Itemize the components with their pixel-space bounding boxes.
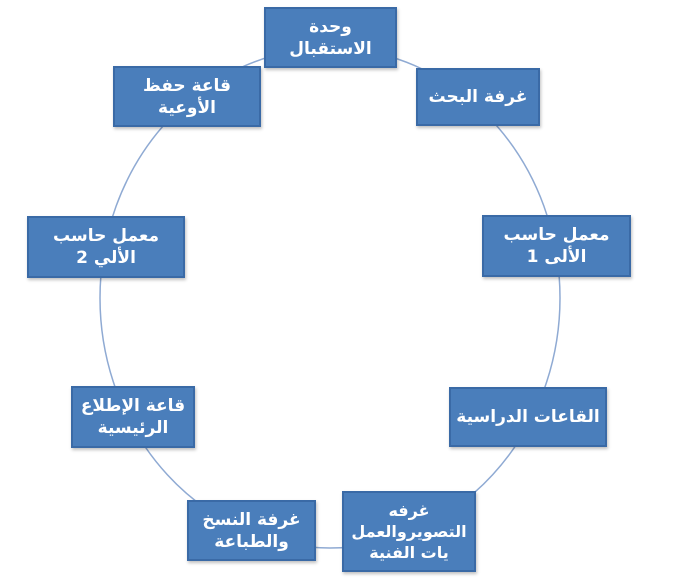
node-computer-lab-1: معمل حاسب الألى 1	[482, 215, 631, 277]
node-storage-hall: قاعة حفظ الأوعية	[113, 66, 261, 127]
node-main-reading-hall: قاعة الإطلاع الرئيسية	[71, 386, 195, 448]
node-classrooms: القاعات الدراسية	[449, 387, 607, 447]
node-computer-lab-2: معمل حاسب الألي 2	[27, 216, 185, 278]
node-research-room: غرفة البحث	[416, 68, 540, 126]
node-reception: وحدة الاستقبال	[264, 7, 397, 68]
node-copy-print: غرفة النسخ والطباعة	[187, 500, 316, 561]
node-photo-labs: غرفه التصويروالعمل يات الفنية	[342, 491, 476, 572]
